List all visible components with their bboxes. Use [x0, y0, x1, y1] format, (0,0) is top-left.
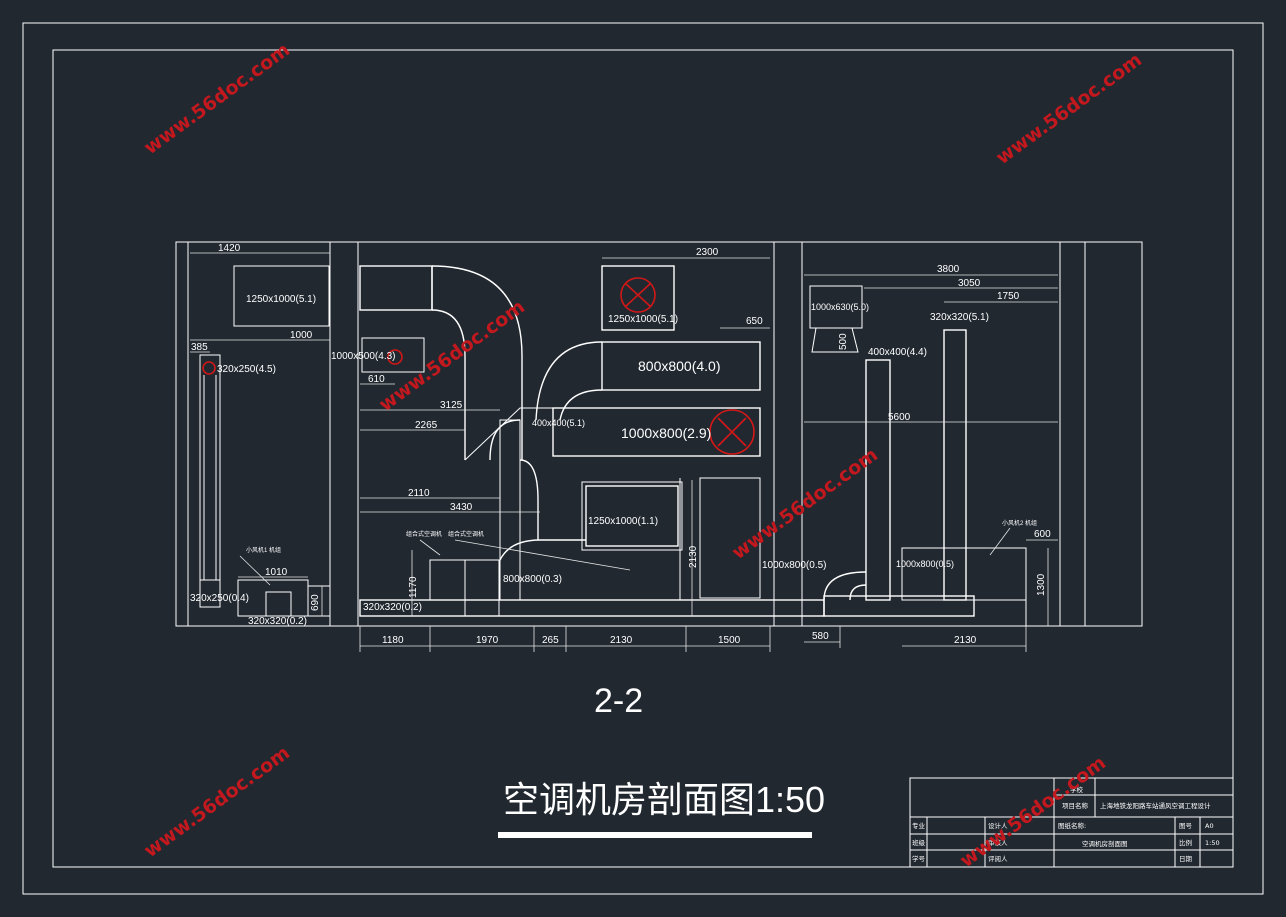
dimension-text: 1180: [382, 635, 404, 646]
tb-drawing-name-label: 图纸名称:: [1058, 821, 1086, 830]
tb-designer-label: 设计人: [988, 821, 1008, 830]
duct-label: 1250x1000(5.1): [246, 294, 316, 305]
watermark: www.56doc.com: [728, 444, 882, 564]
duct-label: 1000x800(0.5): [762, 560, 827, 571]
dimension-text: 3050: [958, 278, 981, 289]
dimension-text: 265: [542, 635, 559, 646]
section-label: 2-2: [594, 682, 643, 720]
dimension-text: 1500: [718, 635, 741, 646]
tb-date-label: 日期: [1179, 855, 1193, 863]
dimension-text: 385: [191, 342, 208, 353]
dimension-text: 610: [368, 374, 385, 385]
walls: [175, 241, 1143, 627]
tb-project-label: 项目名称: [1062, 801, 1089, 810]
dimension-text: 2130: [954, 635, 977, 646]
duct-label: 1000x500(4.3): [331, 351, 396, 362]
tb-scale: 1:50: [1205, 839, 1220, 847]
title-underline: [498, 832, 812, 838]
dimension-text: 2300: [696, 247, 719, 258]
tb-sheet-no-label: 图号: [1179, 822, 1193, 830]
dimension-text: 3800: [937, 264, 960, 275]
duct-label: 320x250(0.4): [190, 593, 249, 604]
dimension-text: 1750: [997, 291, 1020, 302]
duct-label: 1000x800(2.9): [621, 425, 711, 441]
dimension-text: 1010: [265, 567, 288, 578]
sheet-border: [22, 22, 1264, 895]
dimension-text: 600: [1034, 529, 1051, 540]
dimension-text: 1000: [290, 330, 313, 341]
tb-class-label: 班级: [912, 838, 926, 847]
watermark: www.56doc.com: [140, 39, 294, 159]
dimension-text: 580: [812, 631, 829, 642]
duct-label: 800x800(4.0): [638, 358, 721, 374]
tb-school-label: 学校: [1070, 785, 1084, 794]
duct-label: 1250x1000(1.1): [588, 516, 658, 527]
duct-label: 320x320(0.2): [363, 602, 422, 613]
duct-label: 320x250(4.5): [217, 364, 276, 375]
tb-drawing-name: 空调机房剖面图: [1082, 839, 1128, 848]
watermark: www.56doc.com: [992, 49, 1146, 169]
duct-label-group: 1250x1000(5.1) 320x250(4.5) 320x250(0.4)…: [190, 294, 989, 627]
duct-label: 400x400(5.1): [532, 418, 585, 428]
dimension-text: 3430: [450, 502, 473, 513]
duct-label: 1000x800(0.5): [896, 559, 954, 569]
dimension-text: 3125: [440, 400, 463, 411]
duct-label: 800x800(0.3): [503, 574, 562, 585]
left-room-ducts: [199, 265, 331, 617]
note-label: 小风机2 机组: [1002, 519, 1037, 527]
tb-student-no-label: 学号: [912, 854, 926, 863]
dimension-text: 650: [746, 316, 763, 327]
dimension-text: 1300: [1036, 573, 1047, 596]
note-group: 小风机1 机组 组合式空调机 组合式空调机 小风机2 机组: [246, 519, 1037, 554]
dimension-text: 1970: [476, 635, 499, 646]
tb-checker-label: 审核人: [988, 838, 1008, 847]
dimension-text: 1420: [218, 243, 241, 254]
tb-scale-label: 比例: [1179, 838, 1192, 847]
dimension-text: 2265: [415, 420, 438, 431]
duct-label: 1250x1000(5.1): [608, 314, 678, 325]
dimension-text: 2110: [408, 488, 430, 499]
right-room-ducts: [809, 285, 1027, 626]
watermark: www.56doc.com: [375, 296, 529, 416]
tb-reviewer-label: 评阅人: [988, 855, 1008, 863]
watermark: www.56doc.com: [140, 742, 294, 862]
drawing-title: 空调机房剖面图1:50: [503, 779, 825, 820]
dimension-text: 2130: [688, 545, 699, 568]
watermark: www.56doc.com: [956, 752, 1110, 872]
tb-sheet-no: A0: [1205, 822, 1214, 830]
duct-label: 320x320(0.2): [248, 616, 307, 627]
dimension-text: 690: [310, 594, 321, 611]
note-label: 小风机1 机组: [246, 546, 281, 554]
dimension-text: 2130: [610, 635, 633, 646]
note-label: 组合式空调机: [406, 530, 442, 538]
duct-label: 1000x630(5.0): [811, 302, 869, 312]
dimension-text-group: 1420 1000 385 1010 690 610 3125 2265 211…: [191, 243, 1051, 646]
tb-major-label: 专业: [912, 821, 926, 830]
duct-label: 320x320(5.1): [930, 312, 989, 323]
dimension-text: 500: [838, 333, 849, 350]
dimension-text: 1170: [408, 576, 419, 598]
tb-project-name: 上海地铁龙阳路车站通风空调工程设计: [1100, 801, 1211, 810]
middle-room-ducts: [359, 265, 825, 617]
dimension-lines: [190, 252, 1058, 652]
dimension-text: 5600: [888, 412, 911, 423]
note-label: 组合式空调机: [448, 530, 484, 538]
title-block: 学校 项目名称 上海地铁龙阳路车站通风空调工程设计 图纸名称: 空调机房剖面图 …: [909, 777, 1234, 868]
duct-label: 400x400(4.4): [868, 347, 927, 358]
